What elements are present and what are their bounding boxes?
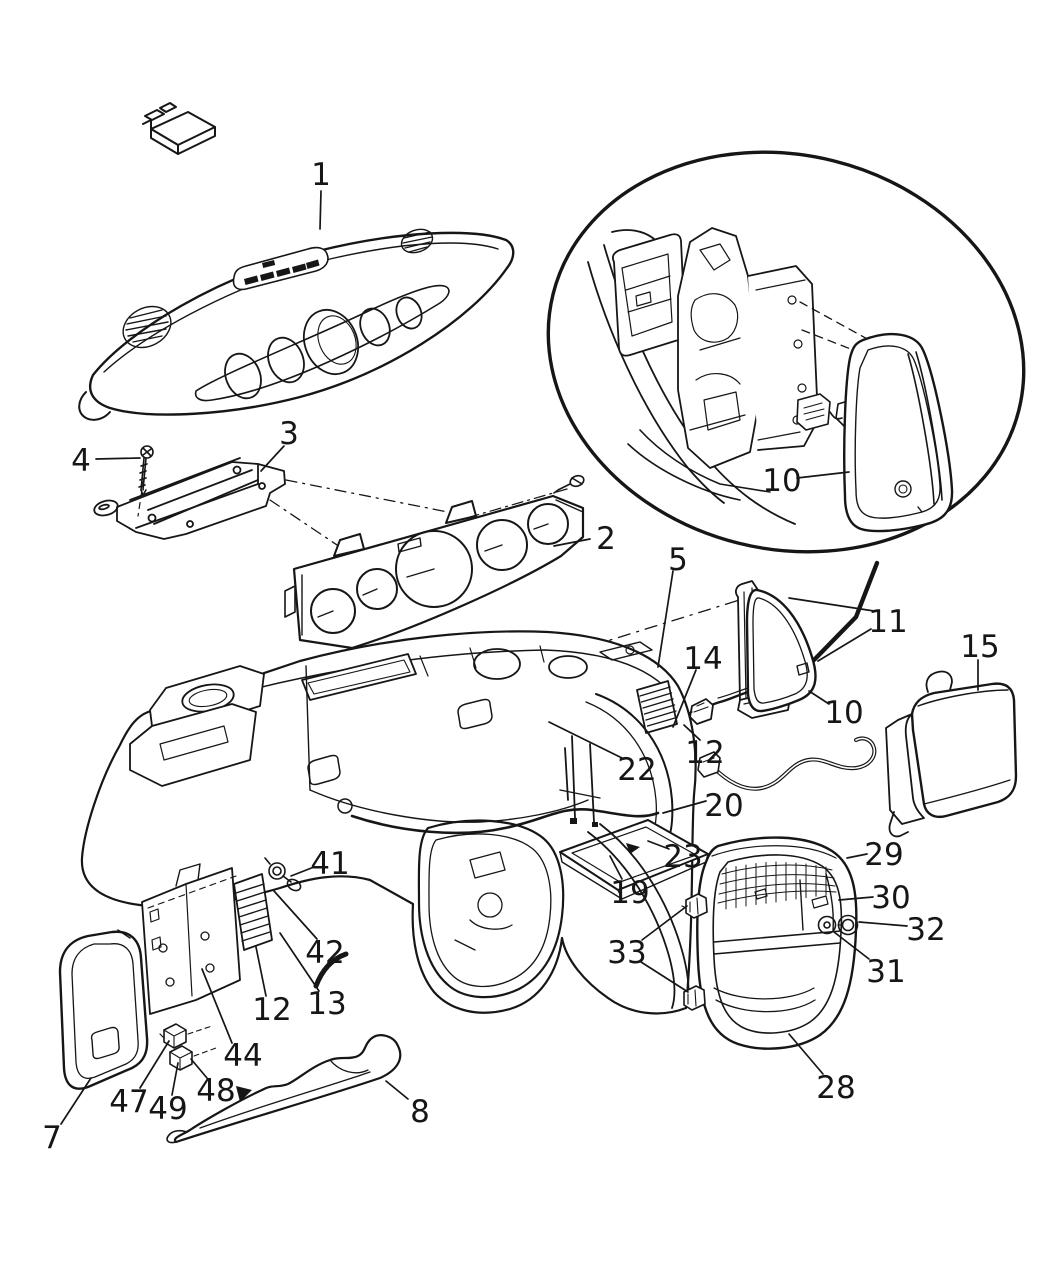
part-28-glovebox-door — [682, 838, 858, 1049]
leader-lines — [61, 191, 978, 1124]
callout-10-detail: 10 — [762, 463, 801, 499]
callout-49: 49 — [148, 1091, 187, 1127]
carrier-harness — [352, 736, 658, 833]
callout-19: 19 — [610, 875, 649, 911]
callout-15: 15 — [960, 629, 999, 665]
right-defroster-grille — [637, 681, 677, 733]
left-hvac-ducts — [130, 666, 264, 786]
callout-42: 42 — [305, 935, 344, 971]
part-2-screw — [470, 474, 585, 517]
right-speaker-grille — [398, 225, 436, 257]
gauge-openings — [219, 294, 426, 404]
part-4-screw — [138, 446, 153, 516]
callout-22: 22 — [617, 752, 656, 788]
callout-32: 32 — [906, 912, 945, 948]
part-7-end-cap-left — [60, 930, 147, 1089]
callout-44: 44 — [223, 1038, 262, 1074]
callout-31: 31 — [866, 954, 905, 990]
part-32-knob — [838, 916, 858, 935]
part-41-fastener — [265, 858, 303, 893]
detail-view-ellipse — [505, 103, 1050, 601]
callout-47: 47 — [109, 1084, 148, 1120]
callout-3: 3 — [279, 416, 299, 452]
defroster-slats — [244, 259, 320, 285]
small-bracket-module — [143, 103, 215, 154]
callout-5: 5 — [668, 542, 688, 578]
callout-20: 20 — [704, 788, 743, 824]
callout-1: 1 — [311, 157, 331, 193]
main-carrier-panel — [82, 631, 708, 1013]
part-47-48-49-clips — [160, 1024, 216, 1070]
callout-10: 10 — [824, 695, 863, 731]
part-10-end-cap — [747, 590, 816, 711]
callout-7: 7 — [42, 1120, 62, 1156]
part-2-cluster-housing — [270, 474, 585, 648]
callout-labels: 1 3 4 2 5 10 11 14 10 12 15 22 20 23 19 … — [42, 157, 1000, 1156]
callout-11: 11 — [868, 604, 907, 640]
part-19-glovebox-bin-door — [560, 820, 708, 899]
callout-30: 30 — [871, 880, 910, 916]
left-vent-grille — [234, 874, 272, 950]
callout-48: 48 — [196, 1073, 235, 1109]
part-1-top-cover-panel — [79, 225, 513, 420]
part-15-airbag-module — [886, 671, 1016, 836]
part-8-knee-bolster — [167, 1035, 400, 1142]
part-31-knob — [819, 917, 836, 934]
callout-23: 23 — [663, 839, 702, 875]
callout-33: 33 — [607, 935, 646, 971]
steering-column-opening — [419, 821, 563, 998]
left-speaker-grille — [116, 298, 178, 355]
callout-41: 41 — [310, 846, 349, 882]
callout-28: 28 — [816, 1070, 855, 1106]
part-44-bracket — [142, 864, 240, 1014]
part-3-bracket — [93, 458, 285, 539]
callout-4: 4 — [71, 443, 91, 479]
callout-12-lower: 12 — [252, 992, 291, 1028]
callout-29: 29 — [864, 837, 903, 873]
callout-12-upper: 12 — [685, 735, 724, 771]
callout-13: 13 — [307, 986, 346, 1022]
part-10-end-cap-detail — [844, 334, 952, 531]
callout-14: 14 — [683, 641, 722, 677]
part-33-hinge-clips — [682, 894, 707, 1010]
callout-8: 8 — [410, 1094, 430, 1130]
part-20-wiring-harness — [698, 738, 874, 788]
callout-2: 2 — [596, 521, 616, 557]
